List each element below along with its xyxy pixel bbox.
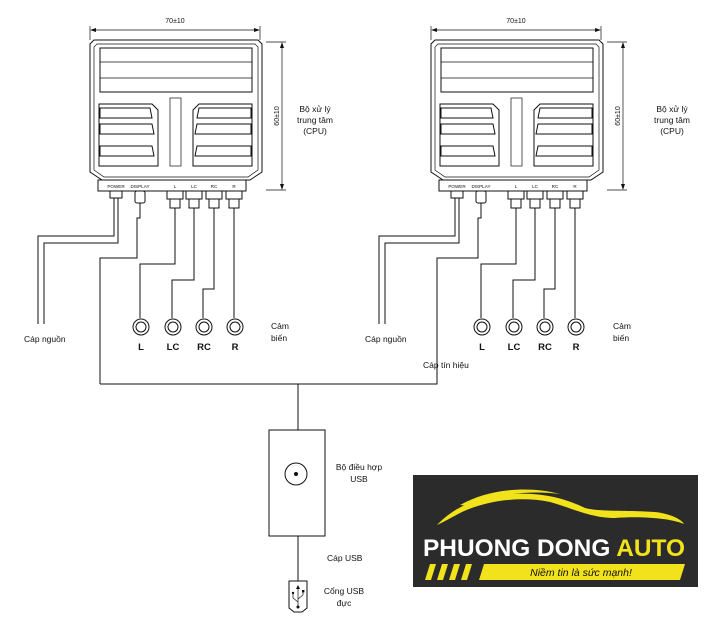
wires [37,198,235,384]
usb-icon [291,585,305,609]
width-dimension-label: 70±10 [165,18,185,25]
slogan-stripes [425,564,472,580]
height-dimension-label: 60±10 [274,106,281,126]
svg-text:đực: đực [337,598,352,608]
sensor-group-label: Cảm biến [271,321,289,343]
usb-cable-label: Cáp USB [327,553,363,563]
power-cable-label: Cáp nguồn [24,334,66,344]
brand-logo: PHUONG DONG AUTO Niềm tin là sức mạnh! [413,475,698,587]
height-dimension: 60±10 [607,41,627,191]
svg-text:trung tâm: trung tâm [654,115,690,125]
sensor-r: R [226,318,244,353]
connectors [450,190,584,209]
port-label-rc: RC [552,184,559,189]
svg-text:USB: USB [350,474,368,484]
sensor-rc: RC [195,318,213,353]
svg-text:(CPU): (CPU) [303,126,327,136]
sensor-label: L [138,342,144,353]
port-label-power: POWER [448,184,466,189]
signal-bus: Cáp tín hiệu [100,360,469,430]
slogan-banner [479,564,685,580]
port-label-l: L [515,184,518,189]
sensor-unit-right: 70±10 60±10 POWER [365,18,690,384]
height-dimension-label: 60±10 [615,106,622,126]
sensors: L LC RC R [132,318,244,353]
port-label-display: DISPLAY [471,184,490,189]
sensor-label: LC [508,342,521,353]
width-dimension: 70±10 [89,18,261,40]
sensor-l: L [132,318,150,353]
slogan-text: Niềm tin là sức mạnh! [530,567,632,579]
sensor-unit-left: 70±10 60±10 [24,18,333,384]
sensor-l: L [473,318,491,353]
port-label-l: L [174,184,177,189]
sensor-label: L [479,342,485,353]
sensor-label: RC [197,342,211,353]
height-dimension: 60±10 [266,41,286,191]
power-cable-label: Cáp nguồn [365,334,407,344]
port-labels: POWER DISPLAY L LC RC R [107,184,236,189]
svg-text:Bộ xử lý: Bộ xử lý [656,104,688,114]
usb-cable: Cáp USB [297,536,363,581]
cpu-housing [430,39,604,192]
port-label-lc: LC [532,184,539,189]
svg-text:biến: biến [613,333,629,343]
port-label-r: R [573,184,577,189]
wires [378,198,576,384]
cpu-label: Bộ xử lý trung tâm (CPU) [297,104,333,136]
sensors: L LC RC R [473,318,585,353]
svg-text:Cảm: Cảm [613,321,631,331]
port-label-r: R [232,184,236,189]
usb-adapter: Bộ điều hợp USB [268,429,382,537]
sensor-label: R [232,342,239,353]
svg-text:biến: biến [271,333,287,343]
sensor-group-label: Cảm biến [613,321,631,343]
svg-text:trung tâm: trung tâm [297,115,333,125]
sensor-label: R [573,342,580,353]
port-label-lc: LC [191,184,198,189]
brand-name: PHUONG DONG AUTO [423,535,685,562]
cpu-label: Bộ xử lý trung tâm (CPU) [654,104,690,136]
sensor-lc: LC [505,318,523,353]
port-labels: POWER DISPLAY L LC RC R [448,184,577,189]
sensor-r: R [567,318,585,353]
sensor-rc: RC [536,318,554,353]
car-swoosh-icon [437,489,684,525]
usb-port: Cổng USB đực [288,580,364,613]
width-dimension-label: 70±10 [506,18,526,25]
sensor-label: LC [167,342,180,353]
sensor-label: RC [538,342,552,353]
svg-text:Cảm: Cảm [271,321,289,331]
svg-text:Cổng USB: Cổng USB [324,586,364,596]
port-label-rc: RC [211,184,218,189]
sensor-lc: LC [164,318,182,353]
svg-text:Bộ xử lý: Bộ xử lý [299,104,331,114]
connectors [109,190,243,209]
svg-text:(CPU): (CPU) [660,126,684,136]
width-dimension: 70±10 [430,18,602,40]
svg-text:Bộ điều hợp: Bộ điều hợp [336,462,382,472]
cpu-housing [89,39,263,192]
port-label-display: DISPLAY [130,184,149,189]
port-label-power: POWER [107,184,125,189]
signal-cable-label: Cáp tín hiệu [423,360,469,370]
